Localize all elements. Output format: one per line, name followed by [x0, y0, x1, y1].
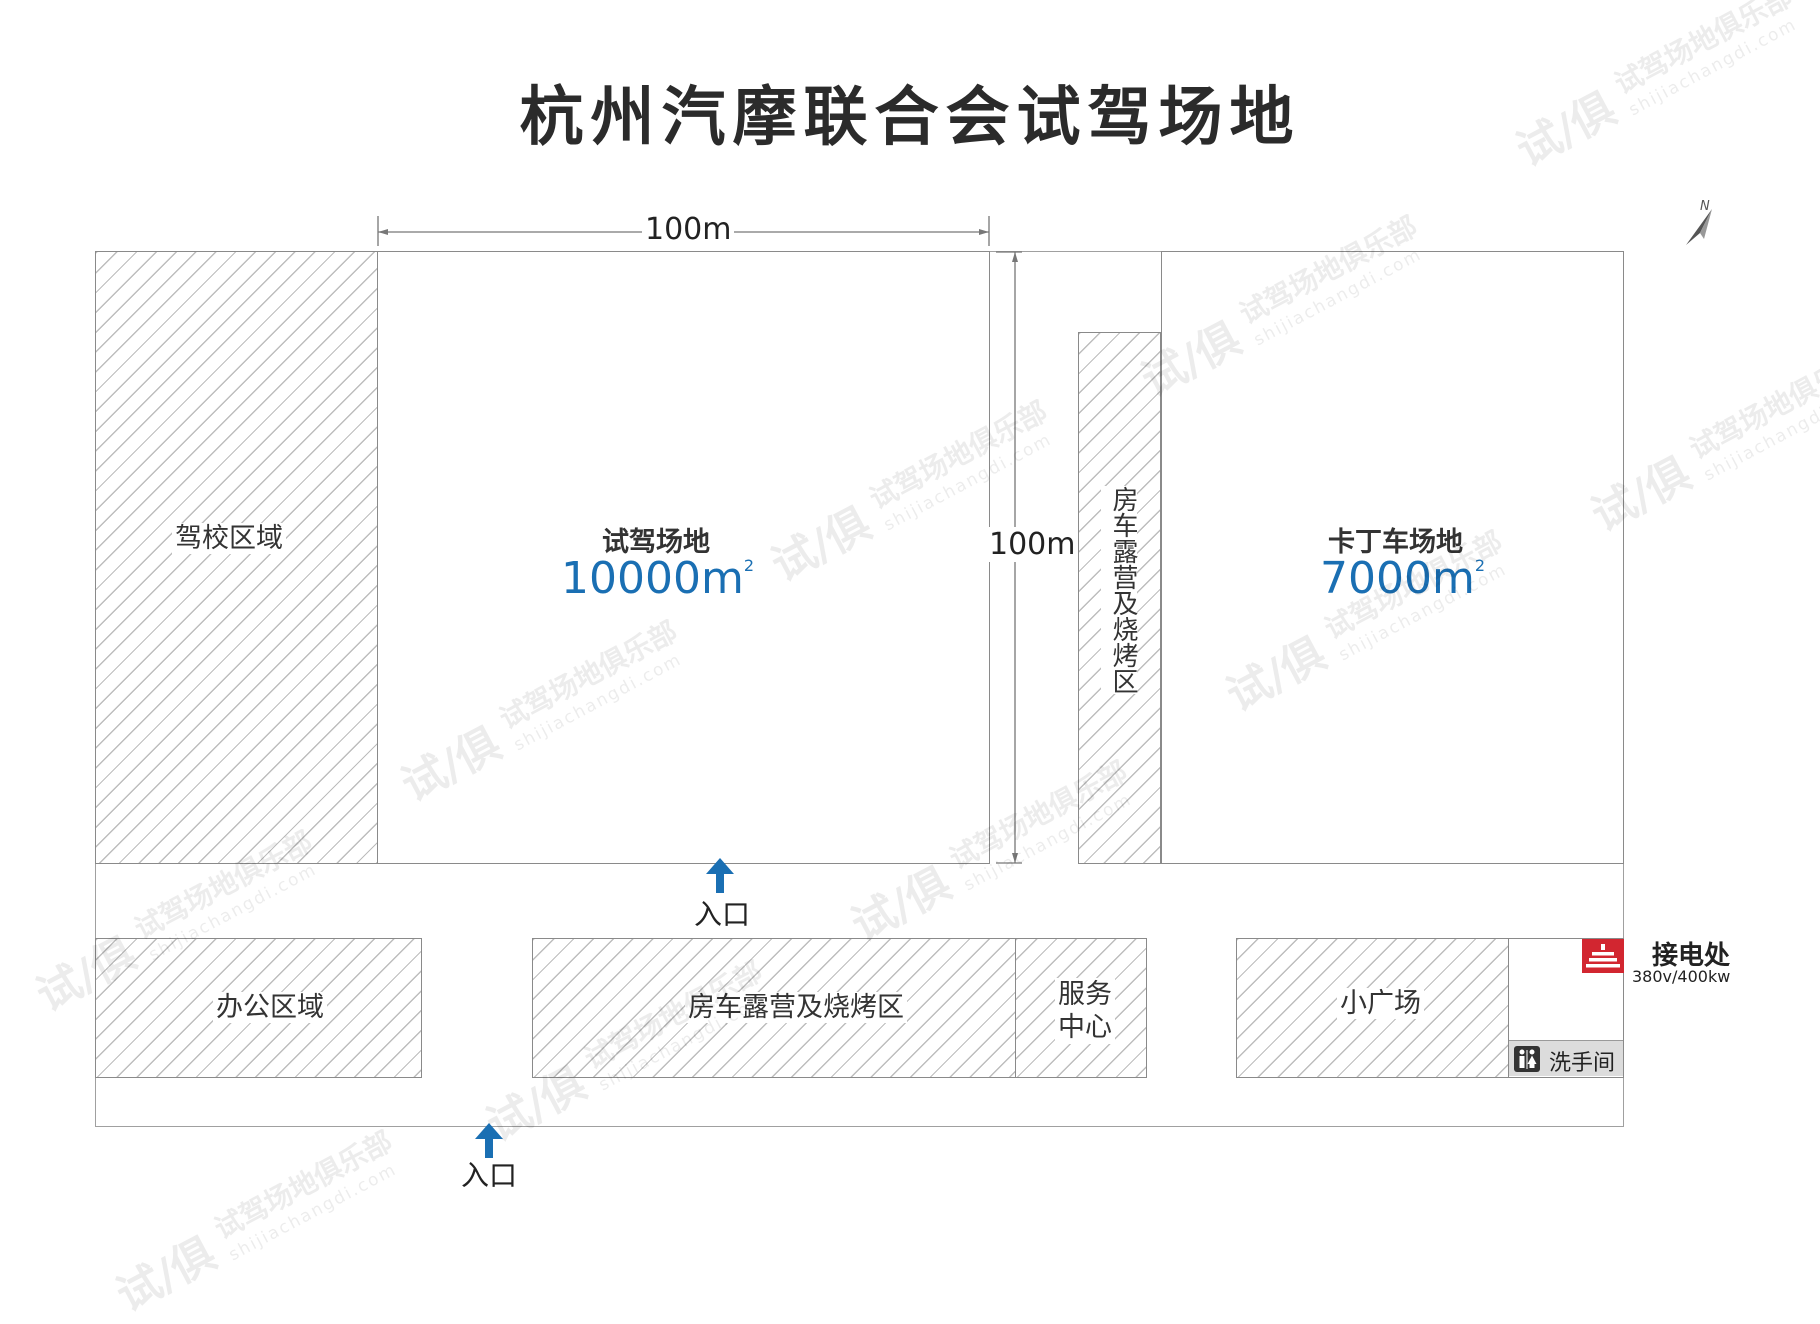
zone-kart: 卡丁车场地 7000m2: [1161, 251, 1624, 864]
entrance-label-bottom: 入口: [461, 1159, 518, 1192]
zone-driving-school-label: 驾校区域: [172, 523, 286, 555]
north-arrow-icon: [1686, 209, 1712, 245]
rv-camping-bottom-label: 房车露营及烧烤区: [685, 992, 907, 1024]
watermark-text: 试驾场地俱乐部: [1684, 344, 1820, 466]
kart-area: 7000m2: [1320, 553, 1485, 604]
test-drive-area: 10000m2: [561, 553, 754, 604]
zone-driving-school: 驾校区域: [95, 251, 378, 864]
zone-office: 办公区域: [95, 938, 422, 1078]
height-dimension-label: 100m: [986, 527, 1079, 562]
restroom: 洗手间: [1509, 1040, 1623, 1076]
restroom-label: 洗手间: [1549, 1051, 1616, 1076]
width-dimension-label: 100m: [642, 212, 735, 247]
watermark-text: 试驾场地俱乐部: [209, 1124, 398, 1246]
office-label: 办公区域: [213, 992, 327, 1024]
compass: N: [1678, 199, 1718, 251]
service-center-line2: 中心: [1058, 1012, 1112, 1043]
watermark-domain: shijiachangdi.com: [225, 1159, 401, 1266]
power-outlet-icon: [1582, 939, 1624, 973]
restroom-icon: [1514, 1046, 1540, 1072]
kart-name: 卡丁车场地: [1328, 527, 1463, 558]
zone-rv-camping-vertical: 房车露营及烧烤区: [1078, 332, 1161, 864]
zone-test-drive: 试驾场地 10000m2: [377, 251, 990, 864]
entrance-arrow-icon: [706, 858, 734, 893]
zone-small-plaza: 小广场: [1236, 938, 1509, 1078]
width-dimension: 100m: [377, 210, 990, 247]
small-plaza-label: 小广场: [1337, 988, 1424, 1020]
entrance-label-top: 入口: [694, 898, 751, 931]
zone-service-center: 服务 中心: [1015, 938, 1147, 1078]
watermark-domain: shijiachangdi.com: [1700, 379, 1820, 486]
entrance-arrow-icon: [475, 1123, 503, 1158]
service-center-label: 服务 中心: [1055, 978, 1115, 1044]
power-title: 接电处: [1652, 941, 1731, 971]
compass-label: N: [1700, 199, 1710, 214]
test-drive-area-value: 10000m: [561, 553, 744, 604]
power-outlet-glyph: [1586, 944, 1620, 968]
rv-camping-vertical-label: 房车露营及烧烤区: [1101, 486, 1138, 694]
service-center-line1: 服务: [1058, 979, 1112, 1010]
map-title: 杭州汽摩联合会试驾场地: [519, 81, 1301, 155]
road-horizontal: [96, 864, 1623, 938]
watermark-logo: 试/俱: [108, 1228, 225, 1323]
test-drive-area-unit: 2: [743, 556, 755, 576]
power-spec: 380v/400kw: [1632, 967, 1731, 986]
kart-area-unit: 2: [1474, 556, 1486, 576]
test-drive-name: 试驾场地: [602, 527, 710, 558]
zone-rv-camping-bottom: 房车露营及烧烤区: [532, 938, 1016, 1078]
kart-area-value: 7000m: [1320, 553, 1475, 604]
